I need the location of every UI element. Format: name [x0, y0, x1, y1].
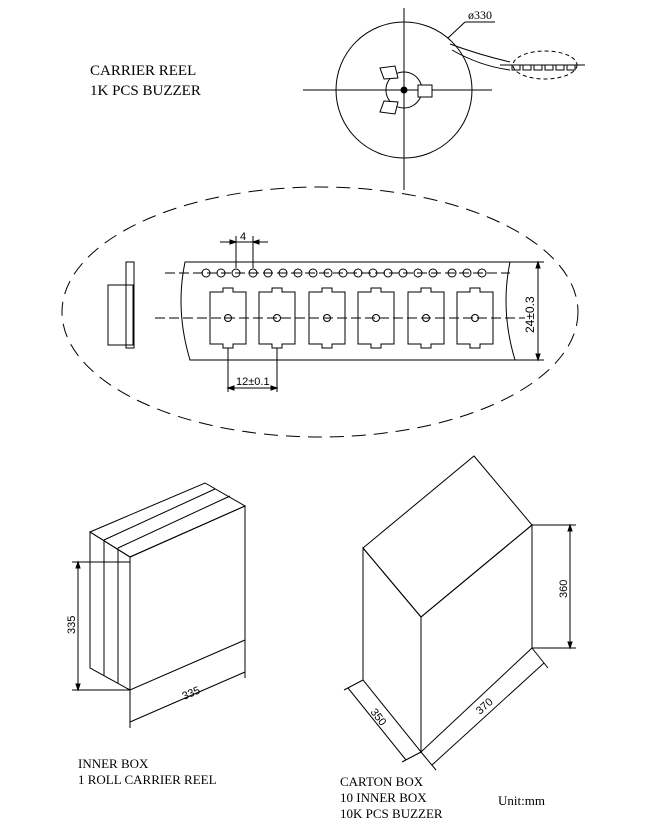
carton-length-ext-right: [531, 647, 549, 669]
tape-side-view-outer: [107, 284, 134, 346]
carton-box: 360 370 350 CARTON BOX 10 INNER BOX 10K …: [340, 455, 576, 821]
carton-caption-line1: CARTON BOX: [340, 774, 424, 789]
carton-height-label: 360: [558, 580, 570, 598]
inner-box-height-label: 335: [66, 616, 78, 634]
sprocket-holes: [201, 268, 487, 278]
carrier-reel: CARRIER REEL 1K PCS BUZZER ø330: [90, 8, 585, 190]
tape-pockets: [209, 287, 494, 349]
strap-top-1: [103, 488, 216, 541]
reel-center-dot: [400, 86, 408, 94]
reel-hub-lug-3: [379, 100, 399, 115]
reel-diameter-label: ø330: [468, 8, 492, 22]
reel-hub-lug-1: [379, 65, 399, 80]
reel-title-line1: CARRIER REEL: [90, 63, 196, 79]
carton-top: [362, 455, 533, 618]
pocket-pitch-arrows: [226, 385, 279, 391]
unit-label: Unit:mm: [498, 793, 545, 808]
hole-pitch-label: 4: [240, 231, 246, 243]
tape-width-arrows: [535, 260, 541, 362]
carton-height-arrows: [567, 523, 573, 650]
strap-top-2: [117, 495, 231, 549]
inner-box-left: [89, 531, 131, 691]
tape-leader-top: [449, 43, 511, 63]
carton-caption-line2: 10 INNER BOX: [340, 790, 427, 805]
reel-title-line2: 1K PCS BUZZER: [90, 83, 201, 99]
carrier-tape-detail: 4 12±0.1 24±0.3: [61, 186, 579, 438]
carton-depth-label: 350: [368, 706, 389, 728]
carton-front: [420, 523, 533, 754]
tape-zoom-ellipse: [61, 186, 579, 438]
carton-depth-ext-top: [343, 679, 364, 691]
carton-length-ext-left: [420, 751, 437, 771]
carton-left: [362, 546, 422, 754]
carton-length-dim-line: [431, 662, 545, 766]
pocket-pitch-label: 12±0.1: [236, 376, 270, 388]
carton-depth-dim-line: [347, 687, 407, 761]
pocket: [258, 287, 296, 349]
reel-hub-lug-2: [417, 84, 433, 98]
inner-box-caption-line1: INNER BOX: [78, 756, 149, 771]
tape-width-label: 24±0.3: [523, 296, 537, 333]
pocket: [308, 287, 346, 349]
inner-box: 335 335 INNER BOX 1 ROLL CARRIER REEL: [66, 482, 247, 787]
carton-caption-line3: 10K PCS BUZZER: [340, 806, 443, 821]
pocket: [357, 287, 395, 349]
inner-box-width-label: 335: [180, 685, 202, 703]
tape-side-view-flange: [125, 261, 135, 349]
pocket: [209, 287, 247, 349]
carton-depth-ext-bottom: [401, 751, 422, 763]
inner-box-front: [129, 505, 246, 691]
inner-height-arrows: [75, 560, 81, 692]
hole-pitch-arrows: [229, 239, 260, 245]
pocket: [456, 287, 494, 349]
inner-box-top: [88, 482, 247, 558]
inner-width-dim-line: [129, 671, 246, 723]
inner-box-caption-line2: 1 ROLL CARRIER REEL: [78, 772, 217, 787]
pocket: [407, 287, 445, 349]
tape-leader-bottom: [451, 49, 511, 71]
tape-detail-pockets: [511, 64, 576, 71]
diameter-leader: [447, 21, 466, 39]
